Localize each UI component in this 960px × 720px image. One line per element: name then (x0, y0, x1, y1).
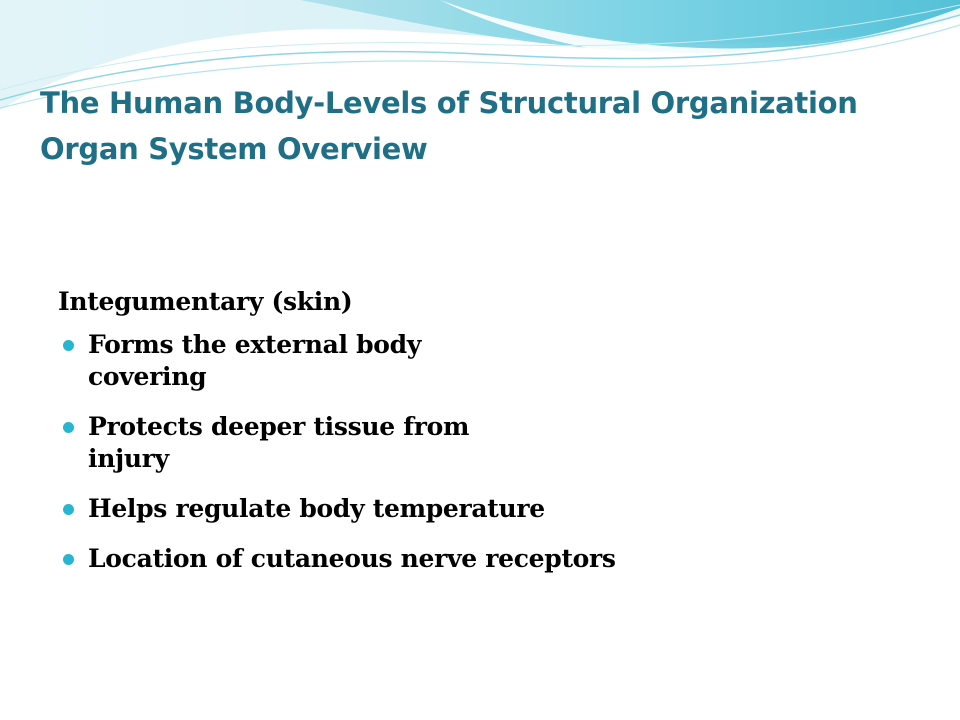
title-line-2: Organ System Overview (40, 132, 428, 166)
bullet-icon (63, 504, 74, 515)
bullet-item: Location of cutaneous nerve receptors (58, 543, 858, 575)
bullet-text: Location of cutaneous nerve receptors (88, 544, 616, 573)
bullet-text: Protects deeper tissue from injury (88, 412, 470, 473)
bullet-icon (63, 422, 74, 433)
bullet-icon (63, 340, 74, 351)
header-wave-decoration (0, 0, 960, 110)
section-heading: Integumentary (skin) (58, 287, 353, 316)
bullet-text: Forms the external body covering (88, 330, 422, 391)
bullet-item: Forms the external body covering (58, 329, 528, 393)
bullet-text: Helps regulate body temperature (88, 494, 545, 523)
bullet-item: Helps regulate body temperature (58, 493, 858, 525)
bullet-icon (63, 554, 74, 565)
bullet-item: Protects deeper tissue from injury (58, 411, 528, 475)
title-line-1: The Human Body-Levels of Structural Orga… (40, 86, 858, 120)
bullet-list: Forms the external body covering Protect… (58, 329, 858, 575)
slide-body: Integumentary (skin) Forms the external … (58, 286, 858, 593)
slide-title: The Human Body-Levels of Structural Orga… (40, 80, 940, 172)
